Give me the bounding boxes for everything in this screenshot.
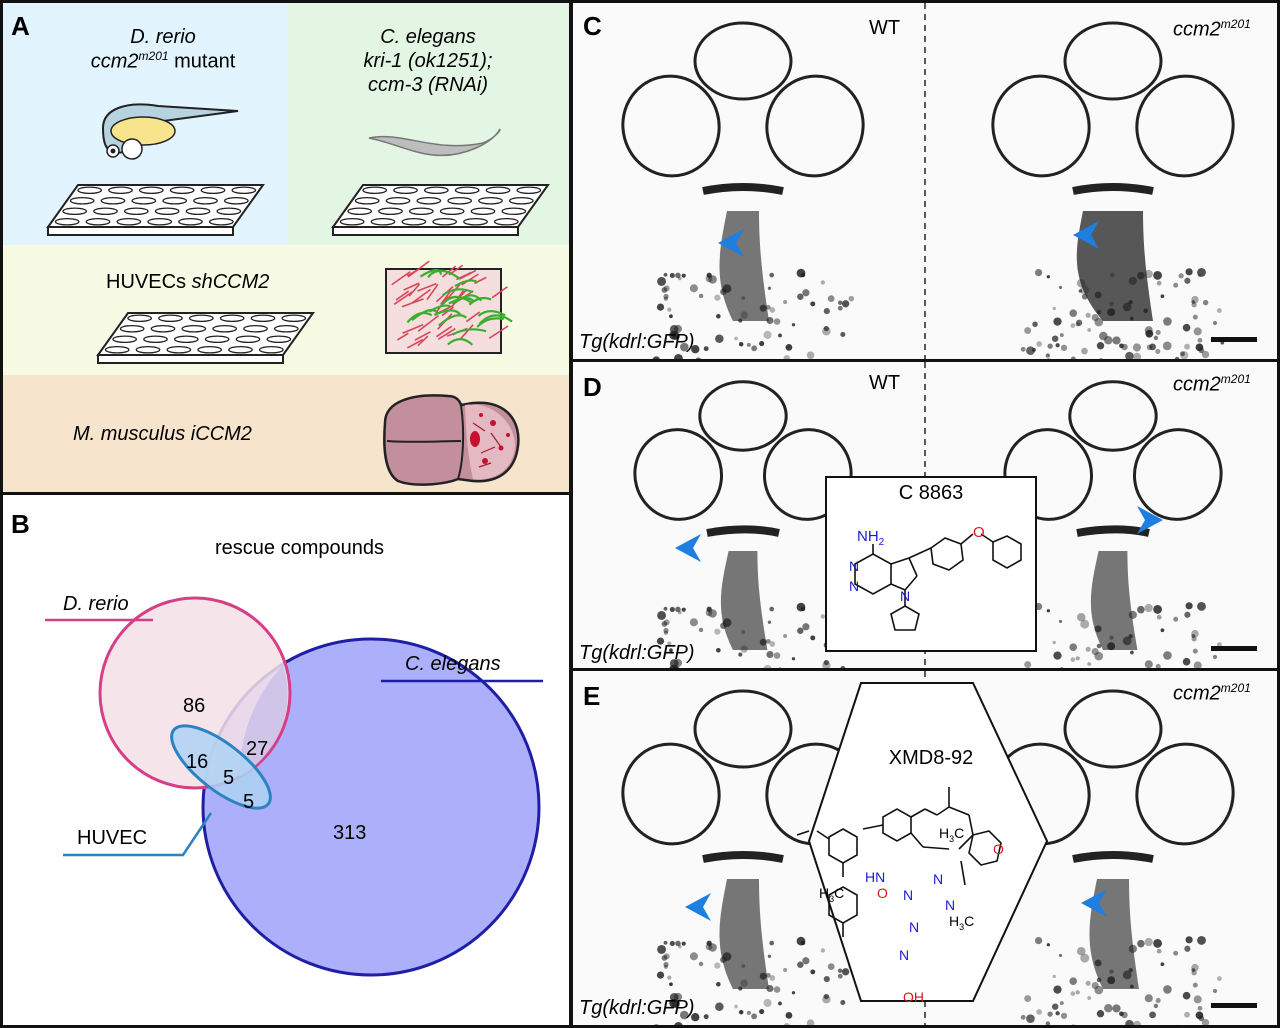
zebrafish-label: D. rerio ccm2m201 mutant [63, 25, 263, 74]
transgene-label: Tg(kdrl:GFP) [579, 997, 695, 1019]
worm-species: C. elegans [380, 26, 476, 48]
mutant-label: ccm2m201 [1173, 372, 1251, 396]
zebrafish-icon [101, 103, 239, 160]
count-drerio-huvec: 16 [186, 751, 209, 773]
worm-icon [368, 128, 501, 157]
drerio-label: D. rerio [63, 593, 129, 615]
venn-diagram [45, 596, 543, 977]
compound-name: C 8863 [898, 482, 964, 504]
mouse-brain-icon [383, 394, 520, 486]
xmd-hn: HN [865, 869, 886, 885]
huvec-leader [63, 812, 213, 857]
celegans-label: C. elegans [405, 653, 501, 675]
venn-title: rescue compounds [215, 537, 384, 559]
c8863-n1: N [849, 558, 860, 574]
mutant-label: ccm2m201 [1173, 17, 1251, 41]
mutant-label: ccm2m201 [1173, 681, 1251, 705]
worm-genotype-1: kri-1 (ok1251); [363, 50, 493, 72]
zebrafish-plate [46, 184, 265, 236]
wt-label: WT [869, 17, 901, 39]
c8863-n2: N [849, 578, 860, 594]
xmd8-92-structure [796, 682, 1049, 1002]
h3c-left: H3C [819, 885, 845, 904]
panel-letter-a: A [11, 11, 30, 41]
panel-letter-c: C [583, 11, 602, 41]
celegans-set [201, 637, 541, 977]
panel-a-illustrations [46, 103, 550, 486]
c8863-structure [854, 533, 1022, 631]
panel-letter-d: D [583, 372, 602, 402]
c8863-oxygen: O [973, 524, 985, 541]
xmd-n5: N [899, 947, 910, 963]
transgene-label: Tg(kdrl:GFP) [579, 331, 695, 353]
wt-label: WT [869, 372, 901, 394]
xmd-oxygen: O [993, 841, 1004, 857]
zebrafish-species: D. rerio [130, 26, 196, 48]
drerio-set [98, 596, 292, 790]
count-huvec-celegans: 5 [243, 791, 255, 813]
panel-a: A D. rerio ccm2m201 mutant C. elegans kr… [0, 0, 572, 495]
transgene-label: Tg(kdrl:GFP) [579, 642, 695, 664]
compound-name: XMD8-92 [888, 747, 974, 769]
count-celegans-only: 313 [333, 822, 367, 844]
panel-e: E WT ccm2m201 Tg(kdrl:GFP) XMD8-92 H3C O… [570, 668, 1280, 1028]
xmd-n3: N [945, 897, 956, 913]
worm-label: C. elegans kri-1 (ok1251); ccm-3 (RNAi) [313, 25, 543, 97]
huvec-plate [96, 312, 315, 364]
panel-c: C WT ccm2m201 Tg(kdrl:GFP) [570, 0, 1280, 362]
c8863-n3: N [900, 588, 911, 604]
count-drerio-only: 86 [183, 695, 206, 717]
huvec-set-label: HUVEC [77, 827, 148, 849]
mouse-label: M. musculus iCCM2 [73, 423, 252, 445]
c8863-nh2: NH2 [857, 528, 885, 548]
xmd-ether-o: O [877, 885, 888, 901]
h3c-bottom: H3C [949, 913, 975, 932]
huvec-label: HUVECs shCCM2 [106, 271, 270, 293]
count-all-three: 5 [223, 767, 235, 789]
c8863-structure-box: C 8863 NH2 O N N N [825, 476, 1037, 652]
xmd-n1: N [903, 887, 914, 903]
huvec-set [170, 724, 272, 810]
panel-d: D WT ccm2m201 Tg(kdrl:GFP) C 8863 NH2 O … [570, 359, 1280, 671]
xmd-n2: N [933, 871, 944, 887]
worm-plate [331, 184, 550, 236]
panel-letter-b: B [11, 509, 30, 539]
h3c-top: H3C [939, 825, 965, 844]
panel-letter-e: E [583, 681, 601, 711]
panel-b: B rescue compounds D. rerio C. elegans H… [0, 492, 572, 1028]
panel-c-micrograph [573, 3, 1277, 359]
count-drerio-celegans: 27 [246, 738, 269, 760]
xmd-n4: N [909, 919, 920, 935]
xmd-hydroxyl: OH [903, 989, 924, 1005]
zebrafish-genotype: ccm2m201 mutant [90, 49, 236, 73]
huvec-culture-icon [385, 260, 513, 354]
worm-genotype-2: ccm-3 (RNAi) [368, 74, 488, 96]
